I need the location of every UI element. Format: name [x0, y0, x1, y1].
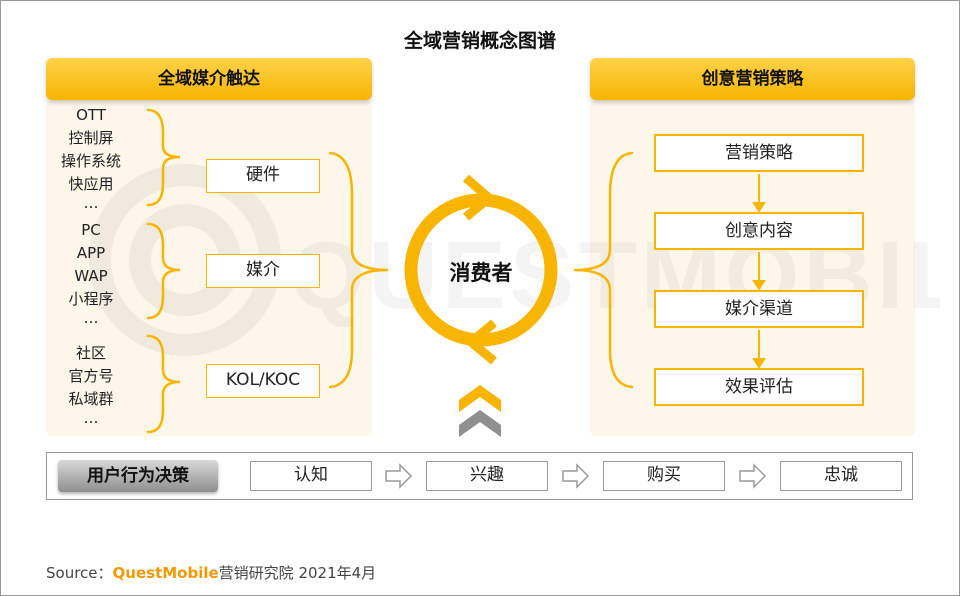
- brace-to-consumer: [328, 151, 389, 389]
- channel-item: 小程序: [68, 290, 114, 308]
- brace-hardware: [146, 108, 181, 207]
- channel-item: 社区: [75, 344, 106, 362]
- media-box-kol: KOL/KOC: [206, 364, 320, 398]
- behavior-label: 用户行为决策: [58, 460, 218, 492]
- strategy-box-creative-content: 创意内容: [654, 212, 864, 250]
- source-line: Source：QuestMobile营销研究院 2021年4月: [46, 562, 376, 583]
- strategy-box-marketing-strategy: 营销策略: [654, 134, 864, 172]
- channel-item: WAP: [74, 267, 108, 285]
- chevron-up-gray-icon: [459, 410, 501, 437]
- channel-item: 官方号: [68, 367, 114, 385]
- channel-item: 操作系统: [60, 152, 121, 170]
- left-header: 全域媒介触达: [46, 58, 372, 100]
- chevron-up-yellow-icon: [459, 385, 501, 412]
- brace-media: [146, 222, 181, 320]
- channel-item: …: [83, 309, 99, 327]
- channel-item: …: [83, 409, 99, 427]
- behavior-step-loyalty: 忠诚: [780, 461, 902, 491]
- behavior-step-awareness: 认知: [250, 461, 372, 491]
- source-suffix: 营销研究院 2021年4月: [218, 564, 377, 582]
- arrow-right-icon: [739, 463, 767, 489]
- media-box-media: 媒介: [206, 254, 320, 288]
- right-header: 创意营销策略: [590, 58, 915, 100]
- channel-list-hardware: OTT 控制屏 操作系统 快应用 …: [31, 104, 151, 212]
- behavior-step-purchase: 购买: [603, 461, 725, 491]
- arrow-right-icon: [562, 463, 590, 489]
- page-title: 全域营销概念图谱: [403, 30, 556, 52]
- source-brand: QuestMobile: [112, 564, 219, 582]
- channel-item: …: [83, 194, 99, 212]
- channel-item: 控制屏: [68, 129, 114, 147]
- arrow-right-icon: [385, 463, 413, 489]
- channel-item: 私域群: [68, 390, 114, 408]
- source-prefix: Source：: [46, 564, 113, 582]
- media-box-hardware: 硬件: [206, 159, 320, 193]
- consumer-label: 消费者: [449, 261, 513, 285]
- strategy-box-media-channel: 媒介渠道: [654, 290, 864, 328]
- brace-to-strategy: [573, 151, 634, 389]
- channel-item: APP: [76, 244, 106, 262]
- behavior-step-interest: 兴趣: [426, 461, 548, 491]
- channel-item: 快应用: [68, 175, 114, 193]
- strategy-box-evaluation: 效果评估: [654, 368, 864, 406]
- channel-item: PC: [81, 221, 101, 239]
- cycle-arrow-top: [463, 174, 496, 221]
- channel-list-kol: 社区 官方号 私域群 …: [31, 342, 151, 427]
- brace-kol: [146, 334, 181, 434]
- channel-list-media: PC APP WAP 小程序 …: [31, 219, 151, 327]
- cycle-arrow-bottom: [463, 319, 497, 365]
- channel-item: OTT: [76, 106, 106, 124]
